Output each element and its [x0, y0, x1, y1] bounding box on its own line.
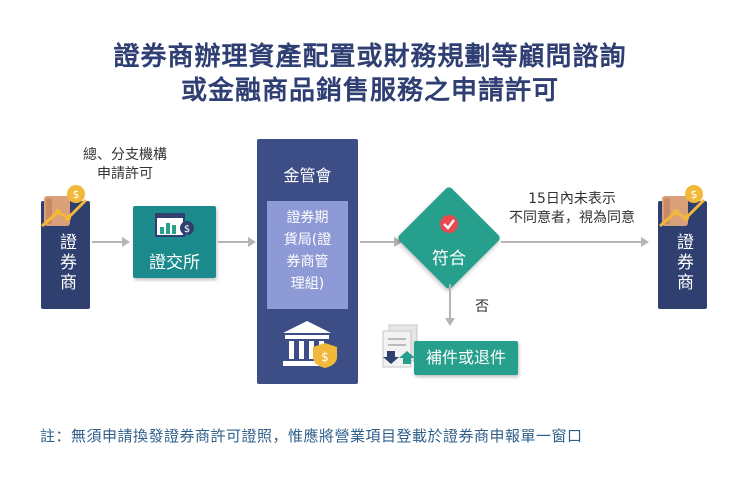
page-title-line1: 證券商辦理資產配置或財務規劃等顧問諮詢 — [113, 42, 627, 72]
arrow-decision-down — [445, 284, 455, 326]
decision-diamond — [396, 185, 502, 291]
branch-note-line1: 總、分支機構 — [83, 147, 167, 163]
approval-note-line2: 不同意者，視為同意 — [509, 210, 635, 226]
bureau-line-1: 證券期 — [286, 210, 329, 226]
government-building-icon: $ — [283, 321, 337, 368]
approval-note-line1: 15日內未表示 — [528, 191, 616, 207]
svg-text:$: $ — [691, 188, 698, 201]
branch-note: 總、分支機構 申請許可 — [70, 146, 180, 184]
bureau-line-3: 券商管 — [286, 254, 329, 270]
fsc-title: 金管會 — [283, 166, 332, 185]
arrow-exchange-to-fsc — [218, 237, 256, 247]
arrow-fsc-to-decision — [360, 237, 402, 247]
arrow-decision-to-end — [501, 237, 649, 247]
fsc-panel: 金管會 證券期 貨局(證 券商管 理組) $ — [257, 139, 358, 384]
page-title-line2: 或金融商品銷售服務之申請許可 — [180, 76, 559, 106]
arrow-start-to-exchange — [92, 237, 130, 247]
decision-label: 符合 — [432, 249, 466, 269]
svg-text:$: $ — [321, 350, 329, 364]
securities-futures-bureau-box: 證券期 貨局(證 券商管 理組) — [267, 201, 348, 309]
exchange-label: 證交所 — [149, 253, 200, 273]
start-securities-firm-label: 證券商 — [56, 233, 76, 293]
checkmark-icon — [440, 215, 458, 233]
branch-note-line2: 申請許可 — [97, 166, 153, 182]
bureau-line-2: 貨局(證 — [283, 232, 332, 248]
svg-text:$: $ — [184, 224, 190, 235]
footnote: 註：無須申請換發證券商許可證照，惟應將營業項目登載於證券商申報單一窗口 — [40, 427, 583, 445]
end-securities-firm-label: 證券商 — [673, 233, 693, 293]
approval-note: 15日內未表示 不同意者，視為同意 — [492, 190, 652, 228]
start-securities-firm: 證券商 — [41, 201, 90, 309]
growth-chart-icon: $ — [659, 185, 706, 228]
reject-label: 否 — [475, 299, 489, 315]
trading-screen-icon: $ — [155, 213, 194, 237]
svg-text:$: $ — [73, 188, 80, 201]
supplement-or-return-box: 補件或退件 — [414, 341, 518, 375]
growth-chart-icon: $ — [41, 185, 88, 228]
bureau-line-4: 理組) — [290, 276, 325, 292]
